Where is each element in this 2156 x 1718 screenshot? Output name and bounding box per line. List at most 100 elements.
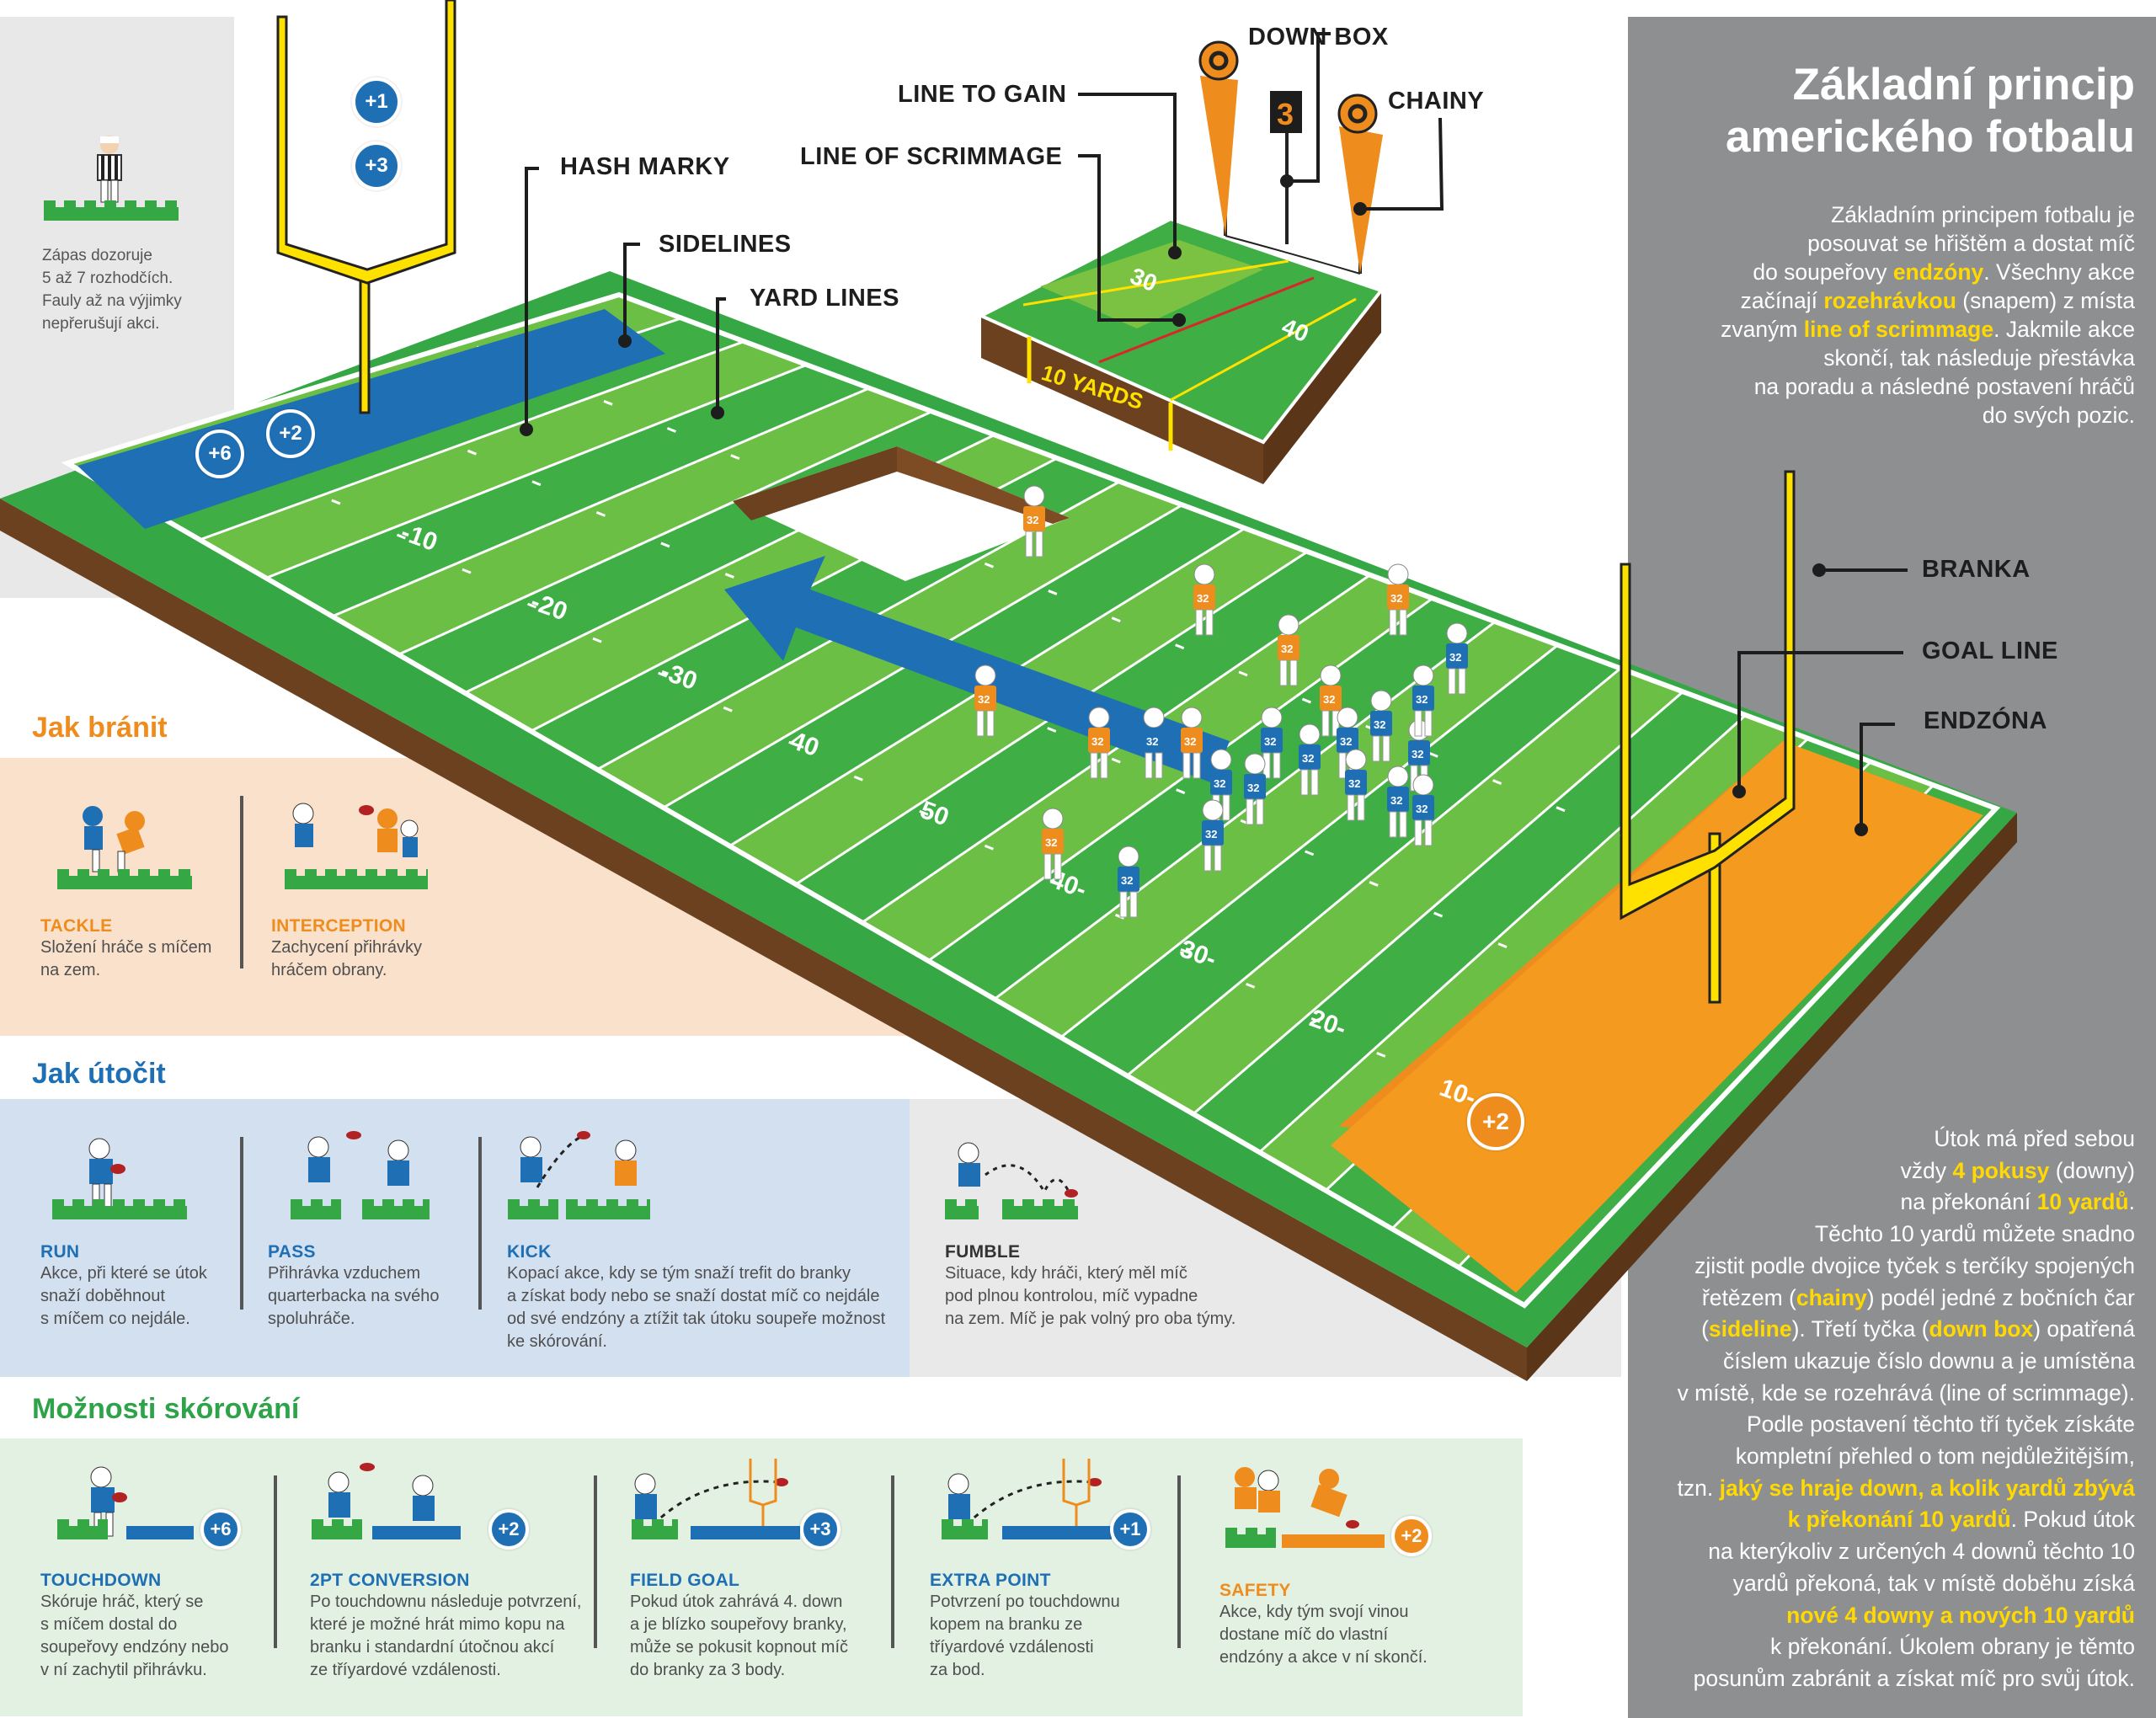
player: 32 (1278, 614, 1299, 686)
player: 32 (1412, 664, 1434, 737)
divider (891, 1475, 894, 1648)
field-dirt-front (0, 499, 1527, 1381)
field-stripe (1127, 668, 1684, 1114)
grass-strip (52, 1199, 187, 1219)
hash-mark (1428, 751, 1438, 758)
callout-chainy: CHAINY (1388, 88, 1485, 115)
hash-mark (1369, 881, 1379, 887)
hash-mark (1376, 1052, 1386, 1058)
conversion-desc: Po touchdownu následuje potvrzení,které … (310, 1593, 582, 1679)
jersey-number: 32 (1449, 651, 1461, 664)
hash-mark (531, 480, 542, 487)
badge-safety: +2 (1391, 1516, 1432, 1556)
player: 32 (1244, 753, 1266, 825)
field-stripe (200, 341, 807, 579)
jersey-number: 32 (1281, 643, 1293, 655)
down-box-number: 3 (1277, 97, 1294, 131)
hash-mark (853, 775, 863, 782)
hash-mark (462, 568, 472, 574)
hash-mark (1175, 643, 1185, 650)
jersey-number: 32 (1027, 514, 1038, 526)
kick-title: KICK (507, 1242, 552, 1262)
yard-line (927, 597, 1434, 963)
badge-field-goal-points: +1 (352, 77, 401, 126)
jersey-number: 32 (1121, 874, 1133, 887)
player: 32 (1088, 707, 1110, 779)
intro-text: Základním principem fotbalu je posouvat … (1721, 202, 2135, 428)
fumble-title: FUMBLE (945, 1242, 1021, 1262)
jersey-number: 32 (1264, 735, 1276, 748)
player: 32 (1193, 563, 1215, 636)
yard-line (1126, 667, 1622, 1077)
hash-mark (526, 602, 537, 609)
hash-mark (1492, 779, 1502, 785)
jersey-number: 32 (1214, 777, 1225, 790)
player: 32 (1143, 707, 1165, 779)
callout-down-box: DOWN BOX (1248, 24, 1389, 51)
grass-strip (945, 1199, 979, 1219)
player: 32 (1370, 690, 1392, 762)
badge-extra-point: +1 (1110, 1509, 1150, 1550)
hash-mark (595, 510, 606, 517)
page-title: Základní princip amerického fotbalu (1651, 59, 2135, 163)
hash-mark (1305, 850, 1315, 856)
hash-mark (984, 844, 994, 851)
scoring-title: Možnosti skórování (32, 1393, 300, 1425)
title-line-2: amerického fotbalu (1726, 112, 2135, 162)
tackle-title: TACKLE (40, 916, 113, 936)
badge-touchdown-points: +6 (195, 430, 244, 478)
jersey-number: 32 (1412, 748, 1423, 760)
jersey-number: 32 (1340, 735, 1352, 748)
hash-mark (788, 740, 798, 747)
hash-mark (1556, 806, 1566, 813)
hash-mark (1497, 942, 1508, 949)
player: 32 (1118, 846, 1139, 918)
jersey-number: 32 (1247, 782, 1259, 794)
fumble-icon (958, 1142, 1078, 1198)
pass-icon (307, 1131, 409, 1186)
endzone-strip (1002, 1526, 1112, 1539)
sideline-outline (61, 291, 2001, 1309)
hash-mark (1310, 1016, 1321, 1023)
hash-mark (1049, 878, 1059, 885)
chains-diagram: 10 YARDS 30 40 3 (977, 40, 1385, 484)
field-goal-icon (634, 1459, 788, 1530)
jersey-number: 32 (1197, 592, 1209, 605)
hash-mark (467, 449, 478, 456)
divider (594, 1475, 597, 1648)
yard-line (994, 620, 1497, 1000)
hash-mark (1433, 911, 1444, 918)
interception-icon (292, 803, 419, 857)
conversion-icon (328, 1463, 435, 1521)
badge-conversion-points: +2 (266, 409, 315, 458)
extra-point-title: EXTRA POINT (930, 1571, 1051, 1590)
referee-icon (97, 136, 122, 203)
run-title: RUN (40, 1242, 80, 1262)
endzone-strip (372, 1526, 461, 1539)
hash-mark (658, 671, 668, 678)
grass-strip (508, 1199, 558, 1219)
badge-field-goal: +3 (800, 1509, 841, 1550)
grass-strip (362, 1199, 430, 1219)
hash-mark (1111, 757, 1121, 764)
player: 32 (1261, 707, 1283, 779)
hash-mark (723, 706, 733, 712)
kick-desc: Kopací akce, kdy se tým snaží trefit do … (507, 1264, 886, 1351)
hash-mark (1180, 947, 1190, 954)
player: 32 (1387, 766, 1409, 838)
field-dirt-right (1527, 813, 2017, 1381)
field-stripe (928, 598, 1496, 1000)
grass-strip (312, 1519, 362, 1539)
hash-mark (396, 533, 406, 540)
player: 32 (1299, 723, 1321, 796)
hash-mark (1047, 727, 1057, 733)
callout-sidelines: SIDELINES (659, 231, 792, 258)
grass-strip (632, 1519, 678, 1539)
badge-conversion: +2 (488, 1509, 529, 1550)
